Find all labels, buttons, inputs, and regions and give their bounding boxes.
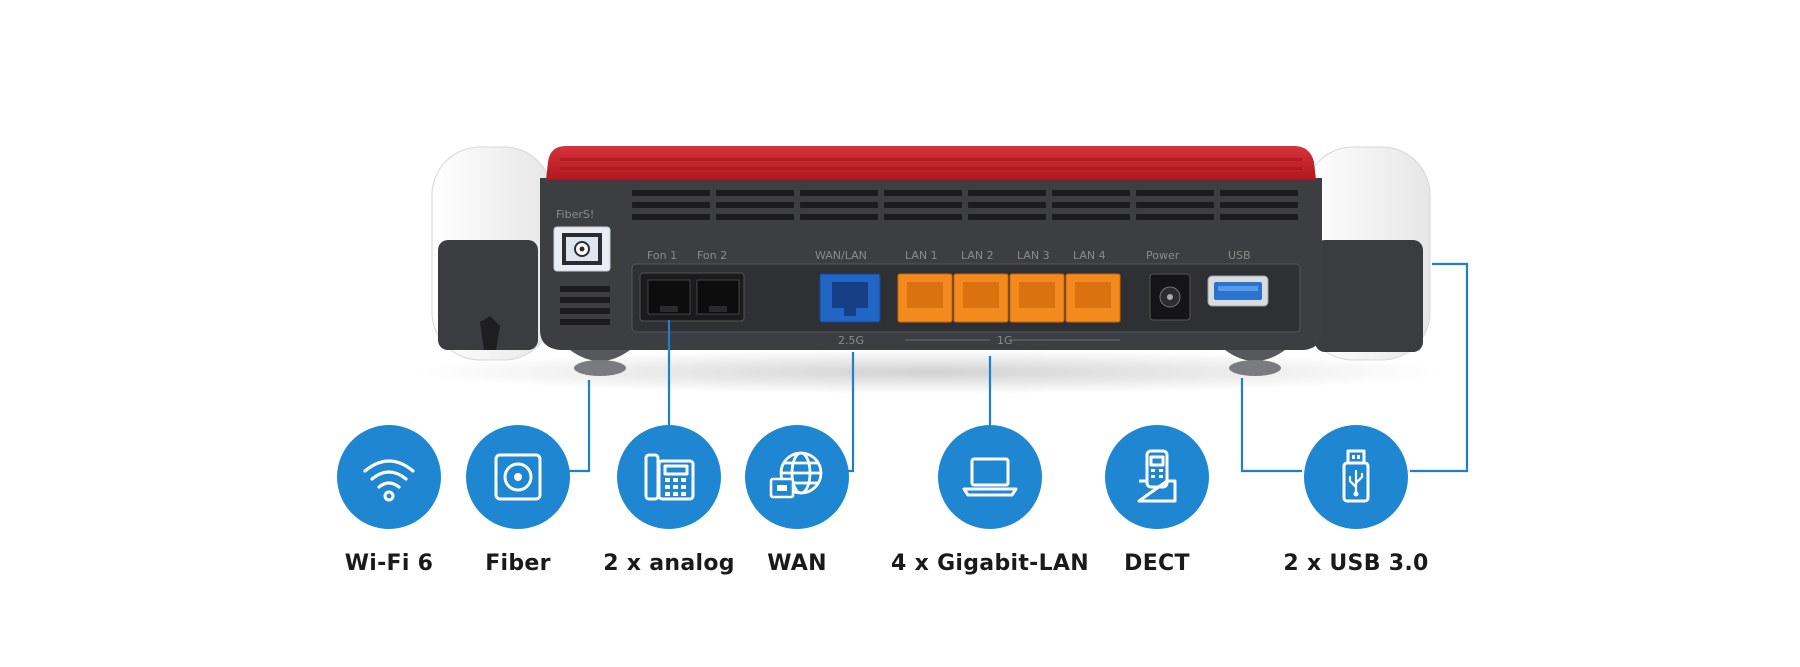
vent-slot	[1136, 214, 1214, 220]
vent-slot	[716, 190, 794, 196]
vent-slot	[1220, 190, 1298, 196]
usb-stick-icon	[1342, 449, 1370, 503]
port-label-wan: WAN/LAN	[815, 249, 867, 262]
port-label-fon2: Fon 2	[697, 249, 727, 262]
wifi-icon	[363, 459, 415, 502]
feature-usb-circle	[1304, 425, 1408, 529]
feature-fiber: Fiber	[388, 425, 648, 576]
feature-dect-circle	[1105, 425, 1209, 529]
vent-slot	[1136, 190, 1214, 196]
feature-lan-label: 4 x Gigabit-LAN	[891, 551, 1089, 576]
vent-slot	[884, 202, 962, 208]
vent-slot	[884, 214, 962, 220]
power-jack[interactable]	[1149, 273, 1191, 321]
port-label-usb: USB	[1228, 249, 1251, 262]
port-label-power: Power	[1146, 249, 1180, 262]
red-top-band	[546, 146, 1316, 180]
feature-usb-label: 2 x USB 3.0	[1283, 551, 1429, 576]
vent-slot	[1220, 214, 1298, 220]
port-label-lan4: LAN 4	[1073, 249, 1106, 262]
vent-slot	[1052, 214, 1130, 220]
feature-fiber-circle	[466, 425, 570, 529]
vent-slot	[1220, 202, 1298, 208]
feature-wan: WAN	[667, 425, 927, 576]
vent-slot	[632, 190, 710, 196]
wan-port[interactable]	[819, 273, 881, 323]
port-label-lan2: LAN 2	[961, 249, 994, 262]
telephone-icon	[644, 453, 695, 501]
usb-port[interactable]	[1207, 275, 1269, 307]
vent-slot	[968, 214, 1046, 220]
vent-slot	[800, 214, 878, 220]
lan-ports[interactable]	[897, 273, 1121, 323]
feature-wifi-circle	[337, 425, 441, 529]
feature-dect: DECT	[1027, 425, 1287, 576]
vent-slot	[968, 190, 1046, 196]
right-end-cap	[1304, 146, 1431, 361]
feature-analog-circle	[617, 425, 721, 529]
port-label-lan3: LAN 3	[1017, 249, 1050, 262]
port-label-lan1: LAN 1	[905, 249, 938, 262]
floor-shadow	[410, 350, 1450, 394]
fiber-brand-label: FiberS!	[556, 208, 594, 221]
feature-analog-label: 2 x analog	[603, 551, 735, 576]
left-end-cap	[431, 146, 553, 361]
fiber-port-icon	[494, 453, 542, 501]
feature-lan: 4 x Gigabit-LAN	[860, 425, 1120, 576]
fiber-port[interactable]	[553, 226, 611, 272]
feature-fiber-label: Fiber	[485, 551, 551, 576]
feature-wifi-label: Wi-Fi 6	[344, 551, 434, 576]
vent-slot	[968, 202, 1046, 208]
vent-slot	[800, 190, 878, 196]
wan-speed-label: 2.5G	[838, 334, 864, 347]
feature-wan-label: WAN	[767, 551, 827, 576]
feature-usb: 2 x USB 3.0	[1226, 425, 1486, 576]
side-vent-slot	[560, 286, 610, 292]
port-label-fon1: Fon 1	[647, 249, 677, 262]
side-vents	[560, 286, 610, 325]
vent-slot	[716, 202, 794, 208]
side-vent-slot	[560, 297, 610, 303]
vent-slot	[1052, 190, 1130, 196]
vent-slot	[800, 202, 878, 208]
vent-grille	[632, 190, 1298, 220]
router-feet	[570, 350, 1285, 376]
vent-slot	[1052, 202, 1130, 208]
feature-dect-label: DECT	[1124, 551, 1190, 576]
vent-slot	[884, 190, 962, 196]
laptop-icon	[962, 457, 1018, 497]
vent-slot	[1136, 202, 1214, 208]
vent-slot	[632, 202, 710, 208]
feature-analog: 2 x analog	[539, 425, 799, 576]
feature-lan-circle	[938, 425, 1042, 529]
lan-speed-label: 1G	[997, 334, 1013, 347]
feature-wifi: Wi-Fi 6	[259, 425, 519, 576]
fon-ports[interactable]	[639, 272, 745, 322]
cordless-phone-icon	[1137, 449, 1177, 503]
vent-slot	[716, 214, 794, 220]
globe-icon	[769, 451, 823, 499]
feature-wan-circle	[745, 425, 849, 529]
vent-slot	[632, 214, 710, 220]
side-vent-slot	[560, 308, 610, 314]
side-vent-slot	[560, 319, 610, 325]
